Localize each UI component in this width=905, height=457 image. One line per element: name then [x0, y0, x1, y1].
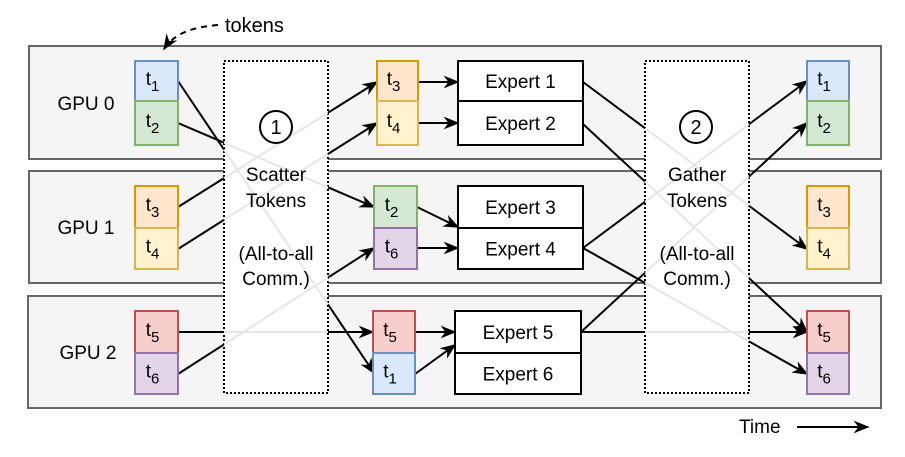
- gather-edge-ga-t4-in: [582, 123, 646, 183]
- routed-token-t3-gpu0: t3: [376, 60, 419, 102]
- scatter-edge-sc-t4-in: [177, 219, 225, 250]
- routed-token-t1-gpu2: t1: [372, 352, 416, 395]
- routed-token-t2-gpu1: t2: [373, 185, 418, 229]
- expert-2: Expert 2: [457, 100, 584, 146]
- gather-edge-ga-t4-faded: [644, 180, 750, 279]
- expert-6: Expert 6: [454, 352, 582, 395]
- output-token-t4-gpu1: t4: [806, 227, 850, 270]
- scatter-edge-sc-t6-in: [177, 343, 225, 375]
- tokens-annotation-label: tokens: [225, 15, 284, 37]
- gather-edge-ga-t2-faded: [644, 123, 750, 203]
- scatter-edge-sc-t6-faded: [223, 276, 329, 346]
- gather-label-line4: Comm.): [663, 269, 731, 290]
- routed-token-t4-gpu0: t4: [376, 100, 419, 146]
- gather-edge-ga-t3-out: [748, 204, 809, 250]
- expert-1: Expert 1: [457, 60, 584, 102]
- output-token-t2-gpu0: t2: [806, 100, 850, 146]
- input-token-t3-gpu1: t3: [134, 185, 179, 229]
- scatter-edge-sc-t3-faded: [223, 111, 329, 179]
- scatter-edge-sc-t4-faded: [223, 153, 329, 221]
- scatter-edge-sc-t3-out: [327, 81, 379, 114]
- gather-edge-ga-t6-out: [748, 340, 809, 375]
- scatter-edge-sc-t2-in: [177, 122, 225, 144]
- route-edge-t2-e4: [416, 206, 460, 228]
- gather-edge-ga-t3-in: [582, 81, 646, 130]
- scatter-edge-sc-t2-faded: [223, 141, 329, 189]
- output-token-t5-gpu2: t5: [806, 310, 850, 354]
- input-token-t2-gpu0: t2: [134, 100, 179, 146]
- output-token-t3-gpu1: t3: [806, 185, 850, 229]
- gpu-2-label: GPU 2: [59, 343, 116, 364]
- scatter-label-line2: Tokens: [246, 191, 306, 212]
- route-edge-t1-e5: [414, 344, 457, 375]
- scatter-edge-sc-t1-in: [177, 80, 225, 151]
- routed-token-t5-gpu2: t5: [372, 310, 416, 354]
- output-token-t6-gpu2: t6: [806, 352, 850, 395]
- expert-5: Expert 5: [454, 310, 582, 354]
- gather-edge-ga-t1-out: [748, 121, 809, 178]
- tokens-annotation-arrow: [163, 24, 219, 51]
- scatter-label-line1: Scatter: [246, 165, 307, 186]
- scatter-edge-sc-t6-out: [327, 247, 376, 279]
- gather-edge-ga-t6-in: [582, 247, 646, 284]
- expert-4: Expert 4: [457, 227, 584, 270]
- expert-label: Expert 3: [485, 198, 556, 219]
- gpu-1-label: GPU 1: [57, 218, 114, 239]
- scatter-edge-sc-t3-in: [177, 177, 225, 208]
- expert-label: Expert 5: [483, 323, 554, 344]
- expert-label: Expert 4: [485, 240, 556, 261]
- expert-label: Expert 2: [485, 114, 556, 135]
- scatter-edge-sc-t2-out: [327, 186, 376, 208]
- step-1-number: 1: [270, 117, 281, 139]
- time-label: Time: [739, 417, 781, 438]
- step-2-circle: [679, 110, 713, 144]
- output-token-t1-gpu0: t1: [806, 60, 850, 102]
- scatter-label-line4: Comm.): [242, 269, 310, 290]
- input-token-t5-gpu2: t5: [134, 310, 179, 354]
- gather-label-line3: (All-to-all: [660, 244, 735, 265]
- scatter-edge-sc-t1-out: [327, 303, 375, 375]
- input-token-t6-gpu2: t6: [134, 352, 179, 395]
- input-token-t1-gpu0: t1: [134, 60, 179, 102]
- expert-label: Expert 1: [485, 72, 556, 93]
- gather-label-line1: Gather: [668, 165, 727, 186]
- scatter-edge-sc-t4-out: [327, 122, 379, 155]
- expert-3: Expert 3: [457, 185, 584, 229]
- gather-edge-ga-t2-in: [582, 200, 646, 249]
- gather-edge-ga-t1-faded: [644, 175, 750, 274]
- scatter-label-line3: (All-to-all: [239, 244, 314, 265]
- input-token-t4-gpu1: t4: [134, 227, 179, 270]
- gather-edge-ga-t2-out: [748, 80, 809, 126]
- scatter-edge-sc-t1-faded: [223, 148, 329, 306]
- step-1-circle: [259, 110, 293, 144]
- gather-edge-ga-t1-in: [580, 272, 646, 333]
- gather-edge-ga-t4-out: [748, 277, 809, 334]
- step-2-number: 2: [690, 117, 701, 139]
- routed-token-t6-gpu1: t6: [373, 227, 418, 270]
- gpu-0-label: GPU 0: [57, 94, 114, 115]
- gather-label-line2: Tokens: [667, 191, 727, 212]
- expert-label: Expert 6: [483, 365, 554, 386]
